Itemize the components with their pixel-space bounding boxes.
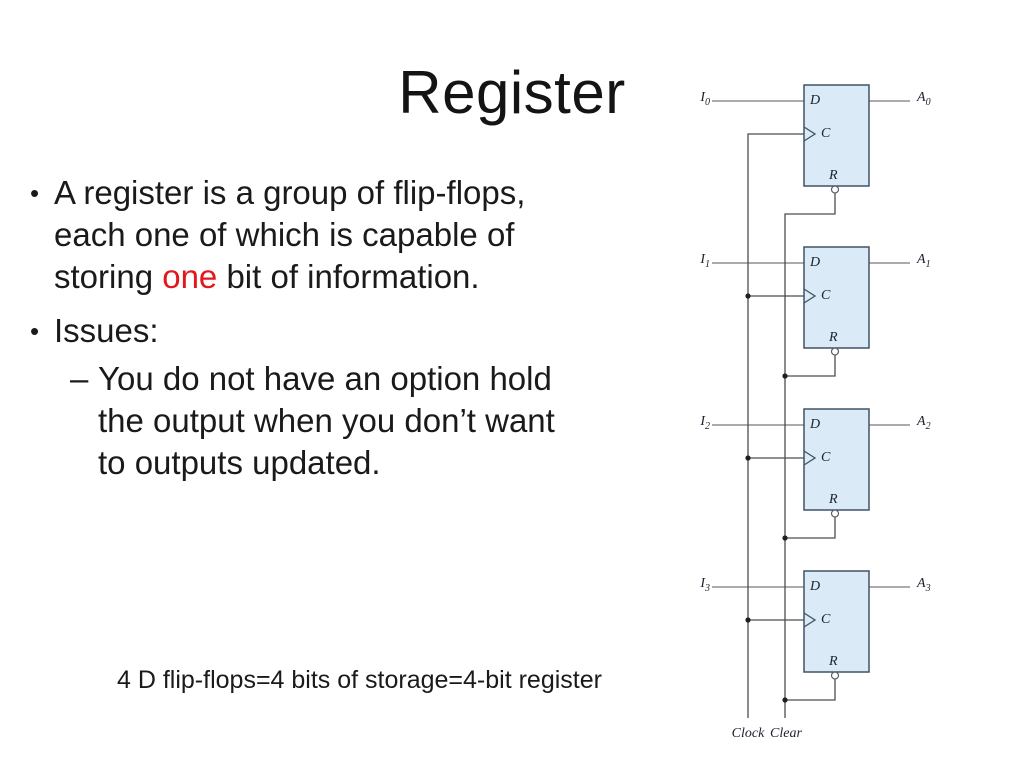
input-label-i0: I0	[682, 90, 710, 111]
input-letter: I	[700, 414, 705, 429]
ff1-c-label: C	[821, 126, 831, 141]
output-subscript: 1	[925, 258, 931, 270]
flipflop-boxes	[803, 84, 870, 673]
output-label-a2: A2	[917, 414, 931, 435]
input-letter: I	[700, 576, 705, 591]
output-subscript: 3	[925, 582, 931, 594]
ff4-c-label: C	[821, 612, 831, 627]
bullet-item-register: • A register is a group of flip-flops, e…	[30, 172, 675, 298]
output-label-a3: A3	[917, 576, 931, 597]
clock-label: Clock	[731, 726, 765, 741]
input-subscript: 0	[705, 96, 710, 108]
bullet-line: storing one bit of information.	[54, 256, 675, 298]
input-subscript: 1	[705, 258, 710, 270]
bullet-item-issues: • Issues:	[30, 310, 675, 352]
bullet-text: Issues:	[54, 312, 159, 349]
input-label-i2: I2	[682, 414, 710, 435]
ff1-d-label: D	[810, 93, 821, 108]
output-letter: A	[917, 576, 926, 591]
circuit-diagram-4bit-register: I0 I1 I2 I3 A0 A1 A2 A3 D C R D C R D C …	[680, 70, 1024, 768]
bullet-list: • A register is a group of flip-flops, e…	[30, 172, 675, 484]
input-letter: I	[700, 252, 705, 267]
input-label-i1: I1	[682, 252, 710, 273]
sub-bullet-dash: –	[70, 360, 89, 397]
output-letter: A	[917, 90, 926, 105]
ff4-r-label: R	[829, 654, 838, 669]
line-prefix: storing	[54, 258, 163, 295]
highlighted-word-one: one	[162, 258, 218, 295]
output-label-a1: A1	[917, 252, 931, 273]
caption-4bit-register: 4 D flip-flops=4 bits of storage=4-bit r…	[117, 666, 602, 694]
output-letter: A	[917, 414, 926, 429]
sub-bullet-line: the output when you don’t want	[98, 402, 555, 439]
sub-bullet-line: You do not have an option hold	[98, 360, 552, 397]
bullet-marker: •	[30, 178, 40, 208]
reset-bubbles	[830, 185, 840, 680]
circuit-wires-svg	[712, 84, 910, 718]
sub-bullet-text: You do not have an option hold the outpu…	[98, 358, 555, 484]
output-subscript: 2	[925, 420, 931, 432]
clear-label: Clear	[770, 726, 802, 741]
bullet-line: each one of which is capable of	[54, 216, 515, 253]
input-subscript: 3	[705, 582, 710, 594]
output-letter: A	[917, 252, 926, 267]
ff2-d-label: D	[810, 255, 821, 270]
sub-bullet-item-option-hold: – You do not have an option hold the out…	[70, 358, 675, 484]
output-label-a0: A0	[917, 90, 931, 111]
bullet-marker: •	[30, 316, 40, 346]
ff4-d-label: D	[810, 579, 821, 594]
bullet-line: A register is a group of flip-flops,	[54, 174, 526, 211]
line-suffix: bit of information.	[217, 258, 480, 295]
ff1-r-label: R	[829, 168, 838, 183]
bullet-text: A register is a group of flip-flops, eac…	[54, 172, 675, 298]
ff2-c-label: C	[821, 288, 831, 303]
input-subscript: 2	[705, 420, 710, 432]
output-subscript: 0	[925, 96, 931, 108]
input-letter: I	[700, 90, 705, 105]
ff2-r-label: R	[829, 330, 838, 345]
ff3-c-label: C	[821, 450, 831, 465]
sub-bullet-line: to outputs updated.	[98, 444, 381, 481]
io-wires	[712, 100, 910, 588]
ff3-r-label: R	[829, 492, 838, 507]
clock-edge-triangles	[803, 126, 817, 628]
control-wires	[747, 133, 836, 718]
ff3-d-label: D	[810, 417, 821, 432]
junction-dots	[745, 293, 788, 703]
slide-title: Register	[398, 59, 626, 126]
input-label-i3: I3	[682, 576, 710, 597]
